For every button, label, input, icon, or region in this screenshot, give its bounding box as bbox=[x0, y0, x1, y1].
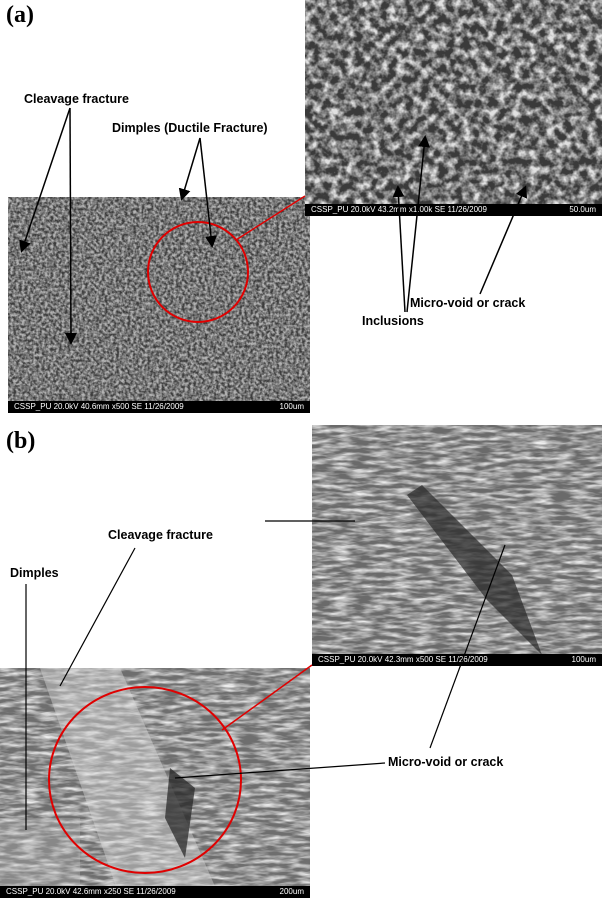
dimple-texture-magnified bbox=[305, 0, 602, 216]
scale-label: 200um bbox=[279, 887, 304, 896]
sem-image-b-inset: CSSP_PU 20.0kV 42.3mm x500 SE 11/26/2009… bbox=[312, 425, 602, 666]
arrow-dimples-1 bbox=[178, 137, 201, 201]
sem-info: CSSP_PU 20.0kV 42.6mm x250 SE 11/26/2009 bbox=[6, 887, 176, 896]
annotation-dimples-a: Dimples (Ductile Fracture) bbox=[112, 121, 268, 135]
scale-label: 50.0um bbox=[569, 205, 596, 214]
line-cleavage-b-1 bbox=[59, 547, 136, 687]
sem-info: CSSP_PU 20.0kV 40.6mm x500 SE 11/26/2009 bbox=[14, 402, 184, 411]
cleavage-texture-magnified bbox=[312, 425, 602, 666]
sem-info-bar: CSSP_PU 20.0kV 40.6mm x500 SE 11/26/2009… bbox=[8, 401, 310, 413]
sem-info-bar: CSSP_PU 20.0kV 42.3mm x500 SE 11/26/2009… bbox=[312, 654, 602, 666]
dimple-texture bbox=[8, 197, 310, 413]
annotation-cleavage-b: Cleavage fracture bbox=[108, 528, 213, 542]
fracture-texture bbox=[0, 668, 310, 898]
sem-image-b-main: CSSP_PU 20.0kV 42.6mm x250 SE 11/26/2009… bbox=[0, 668, 310, 898]
annotation-microvoid-a: Micro-void or crack bbox=[410, 296, 526, 310]
panel-a-label: (a) bbox=[6, 2, 34, 28]
annotation-cleavage-a: Cleavage fracture bbox=[24, 92, 129, 106]
annotation-inclusions-a: Inclusions bbox=[362, 314, 424, 328]
scale-label: 100um bbox=[279, 402, 304, 411]
annotation-dimples-b: Dimples bbox=[10, 566, 59, 580]
sem-info: CSSP_PU 20.0kV 42.3mm x500 SE 11/26/2009 bbox=[318, 655, 488, 664]
sem-image-a-inset: CSSP_PU 20.0kV 43.2mm x1.00k SE 11/26/20… bbox=[305, 0, 602, 216]
sem-image-a-main: CSSP_PU 20.0kV 40.6mm x500 SE 11/26/2009… bbox=[8, 197, 310, 413]
panel-b-label: (b) bbox=[6, 428, 36, 454]
scale-label: 100um bbox=[571, 655, 596, 664]
sem-info: CSSP_PU 20.0kV 43.2mm x1.00k SE 11/26/20… bbox=[311, 205, 487, 214]
sem-info-bar: CSSP_PU 20.0kV 42.6mm x250 SE 11/26/2009… bbox=[0, 886, 310, 898]
sem-info-bar: CSSP_PU 20.0kV 43.2mm x1.00k SE 11/26/20… bbox=[305, 204, 602, 216]
annotation-microvoid-b: Micro-void or crack bbox=[388, 755, 504, 769]
